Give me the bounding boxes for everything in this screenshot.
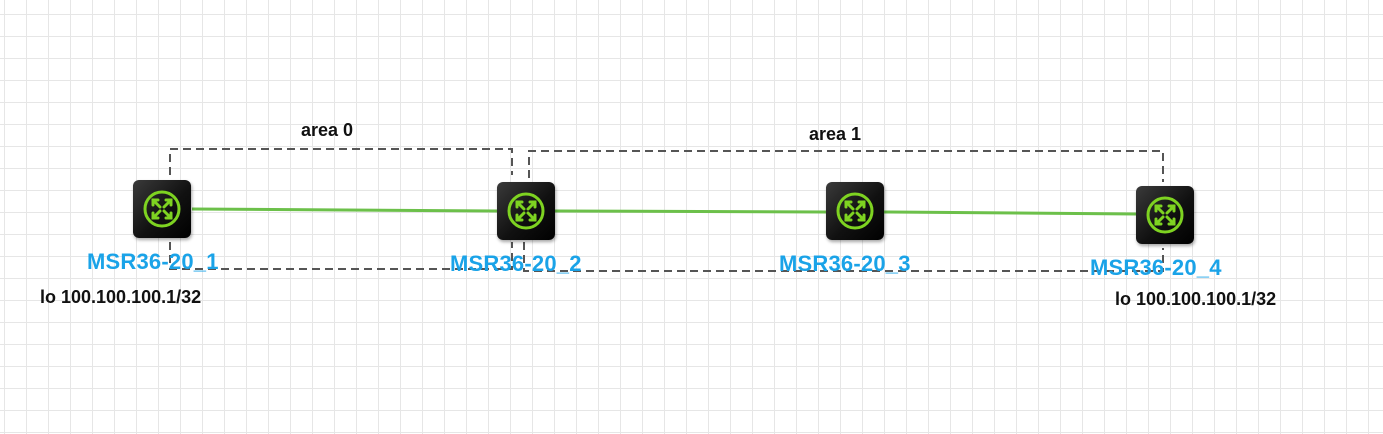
link-1-2[interactable]	[191, 207, 498, 213]
area-1-boundary-bottom	[523, 242, 1164, 272]
area-0-boundary-bottom	[169, 242, 513, 270]
device-label-1[interactable]: MSR36-20_1	[87, 249, 219, 274]
area-1-boundary	[528, 150, 1164, 182]
router-icon	[1146, 196, 1184, 234]
loopback-label-1: lo 100.100.100.1/32	[40, 287, 202, 307]
device-label-4[interactable]: MSR36-20_4	[1090, 255, 1222, 280]
area-1-label: area 1	[809, 124, 862, 144]
area-0-label: area 0	[301, 120, 354, 140]
device-label-2[interactable]: MSR36-20_2	[450, 251, 582, 276]
area-0-boundary	[169, 148, 513, 175]
router-msr36-20-4[interactable]	[1136, 186, 1194, 244]
router-icon	[836, 192, 874, 230]
link-2-3[interactable]	[553, 209, 827, 214]
device-label-3[interactable]: MSR36-20_3	[779, 251, 911, 276]
router-icon	[507, 192, 545, 230]
router-icon	[143, 190, 181, 228]
router-msr36-20-2[interactable]	[497, 182, 555, 240]
loopback-label-4: lo 100.100.100.1/32	[1115, 289, 1277, 309]
link-3-4[interactable]	[883, 210, 1137, 216]
router-msr36-20-1[interactable]	[133, 180, 191, 238]
router-msr36-20-3[interactable]	[826, 182, 884, 240]
